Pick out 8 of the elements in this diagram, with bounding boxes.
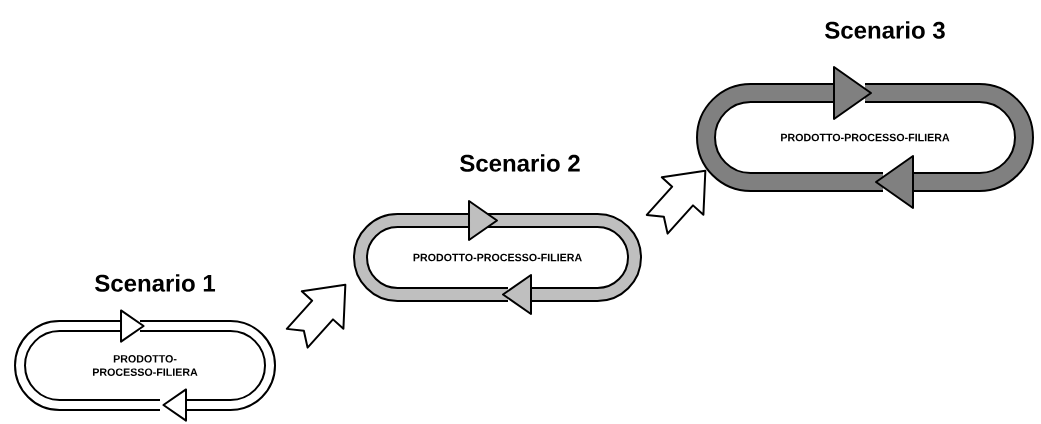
scenario-heading: Scenario 1 xyxy=(95,274,216,292)
cycle-label: PRODOTTO-PROCESSO-FILIERA xyxy=(413,253,582,262)
scenario-heading: Scenario 2 xyxy=(460,154,580,172)
cycle-label: PRODOTTO-PROCESSO-FILIERA xyxy=(781,133,950,142)
cycle-label: PRODOTTO-PROCESSO-FILIERA xyxy=(93,355,198,376)
block-arrow xyxy=(645,169,707,235)
block-arrow xyxy=(285,283,347,349)
scenario-heading: Scenario 3 xyxy=(825,21,945,39)
